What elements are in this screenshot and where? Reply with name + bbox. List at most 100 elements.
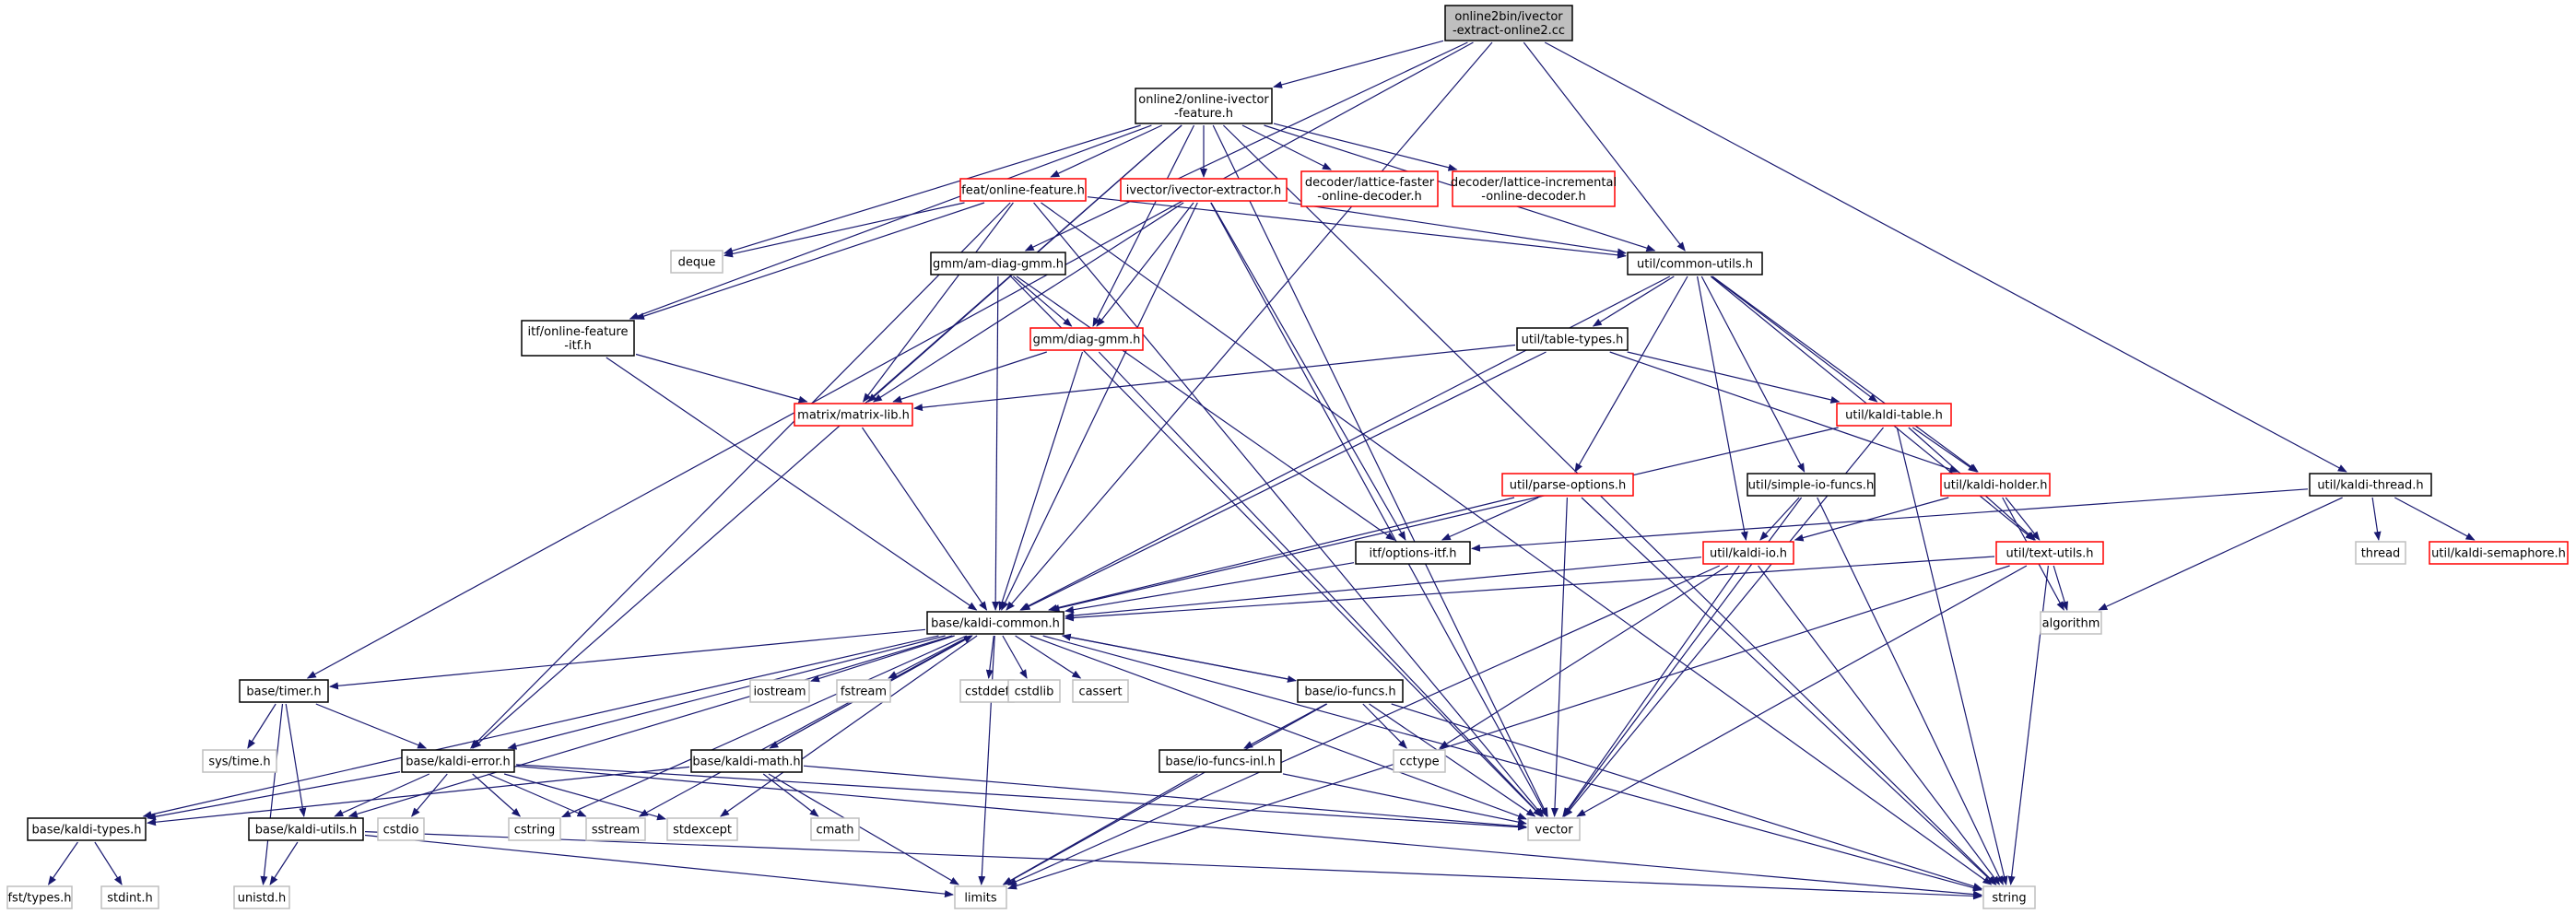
edge-root-to-kaldi_thread: [1544, 41, 2347, 473]
node-kaldi-math[interactable]: base/kaldi-math.h: [690, 749, 803, 773]
node-label: base/kaldi-math.h: [692, 756, 800, 769]
node-kaldi-holder[interactable]: util/kaldi-holder.h: [1940, 473, 2051, 497]
edge-kaldi_common-to-cstdlib: [1002, 635, 1028, 679]
edge-ivector_extractor-to-common_utils: [1288, 202, 1627, 256]
node-io-funcs[interactable]: base/io-funcs.h: [1297, 679, 1404, 703]
node-kaldi-semaphore[interactable]: util/kaldi-semaphore.h: [2429, 541, 2569, 565]
node-label: decoder/lattice-incremental: [1451, 176, 1617, 190]
node-cstring: cstring: [508, 817, 561, 841]
node-matrix-lib[interactable]: matrix/matrix-lib.h: [794, 403, 913, 427]
node-box: [1702, 541, 1794, 565]
edge-kaldi_types-to-fst_types: [48, 841, 78, 885]
node-online-ivector-feature[interactable]: online2/online-ivector-feature.h: [1135, 88, 1273, 124]
node-kaldi-thread[interactable]: util/kaldi-thread.h: [2309, 473, 2432, 497]
node-box: [1995, 541, 2104, 565]
edge-kaldi_error-to-sstream: [488, 773, 587, 817]
edge-ivector_extractor-to-kaldi_common: [1001, 202, 1198, 611]
node-label: thread: [2361, 547, 2401, 561]
edge-options_itf-to-kaldi_common: [1065, 562, 1355, 614]
node-label: sys/time.h: [208, 756, 270, 769]
edge-simple_io_funcs-to-string: [1817, 497, 2004, 885]
node-diag-gmm[interactable]: gmm/diag-gmm.h: [1029, 327, 1144, 351]
edge-diag_gmm-to-vector: [1098, 351, 1543, 817]
edge-common_utils-to-kaldi_common: [1019, 275, 1671, 611]
node-box: [2309, 473, 2432, 497]
node-kaldi-types[interactable]: base/kaldi-types.h: [27, 817, 147, 841]
node-box: [1940, 473, 2051, 497]
node-box: [1355, 541, 1471, 565]
node-kaldi-error[interactable]: base/kaldi-error.h: [401, 749, 515, 773]
node-label: string: [1992, 892, 2026, 906]
node-label: decoder/lattice-faster: [1305, 176, 1435, 190]
node-options-itf[interactable]: itf/options-itf.h: [1355, 541, 1471, 565]
edge-kaldi_common-to-cstddef: [985, 635, 994, 679]
node-kaldi-io[interactable]: util/kaldi-io.h: [1702, 541, 1794, 565]
node-box: [670, 250, 723, 274]
node-lattice-faster[interactable]: decoder/lattice-faster-online-decoder.h: [1300, 170, 1439, 207]
edge-ivector_extractor-to-vector: [1210, 202, 1547, 817]
node-box: [6, 885, 73, 909]
node-simple-io-funcs[interactable]: util/simple-io-funcs.h: [1747, 473, 1876, 497]
node-label: unistd.h: [238, 892, 287, 906]
edge-root-to-kaldi_common: [1006, 41, 1493, 611]
node-label: stdint.h: [107, 892, 152, 906]
edge-online_ivector_feature-to-feat_online_feature: [1050, 124, 1163, 178]
edge-kaldi_io-to-kaldi_common: [1065, 557, 1702, 620]
node-label: base/kaldi-common.h: [931, 617, 1060, 631]
node-io-funcs-inl[interactable]: base/io-funcs-inl.h: [1159, 749, 1282, 773]
edge-online_ivector_feature-to-kaldi_error: [472, 124, 1182, 749]
node-box: [1527, 817, 1581, 841]
node-feat-online-feature[interactable]: feat/online-feature.h: [959, 178, 1087, 202]
node-lattice-incremental[interactable]: decoder/lattice-incremental-online-decod…: [1451, 170, 1617, 207]
edge-common_utils-to-parse_options: [1574, 275, 1688, 473]
edge-kaldi_error-to-kaldi_utils: [334, 773, 430, 817]
node-parse-options[interactable]: util/parse-options.h: [1501, 473, 1634, 497]
edge-table_types-to-kaldi_common: [1020, 351, 1547, 611]
edge-kaldi_thread-to-algorithm: [2098, 497, 2343, 611]
node-sstream: sstream: [585, 817, 646, 841]
node-label: stdexcept: [673, 824, 732, 838]
node-table-types[interactable]: util/table-types.h: [1516, 327, 1629, 351]
edge-kaldi_common-to-limits: [978, 635, 995, 885]
edge-kaldi_math-to-vector: [803, 765, 1527, 830]
edge-kaldi_io-to-cctype: [1439, 565, 1729, 749]
node-box: [690, 749, 803, 773]
node-label: base/timer.h: [246, 686, 321, 699]
node-kaldi-common[interactable]: base/kaldi-common.h: [926, 611, 1065, 635]
node-label: cstring: [514, 824, 555, 838]
edge-kaldi_error-to-stdexcept: [503, 773, 666, 821]
node-label: ivector/ivector-extractor.h: [1126, 184, 1282, 198]
edge-kaldi_error-to-kaldi_types: [147, 771, 401, 821]
node-label: online2/online-ivector: [1138, 93, 1269, 107]
edge-root-to-online_ivector_feature: [1273, 40, 1444, 88]
edge-kaldi_common-to-fstream: [888, 635, 971, 679]
node-label: -feature.h: [1174, 107, 1233, 121]
edge-online_ivector_feature-to-string: [1222, 124, 1997, 885]
node-ivector-extractor[interactable]: ivector/ivector-extractor.h: [1120, 178, 1288, 202]
node-iostream: iostream: [749, 679, 810, 703]
edge-am_diag_gmm-to-diag_gmm: [1013, 275, 1073, 327]
edge-online_feature_itf-to-kaldi_common: [606, 357, 978, 611]
edge-kaldi_thread-to-options_itf: [1471, 488, 2309, 552]
node-box: [248, 817, 364, 841]
node-label: util/kaldi-thread.h: [2317, 479, 2423, 493]
edge-kaldi_io-to-limits: [1007, 565, 1721, 886]
node-kaldi-utils[interactable]: base/kaldi-utils.h: [248, 817, 364, 841]
node-am-diag-gmm[interactable]: gmm/am-diag-gmm.h: [930, 252, 1066, 275]
node-timer[interactable]: base/timer.h: [239, 679, 329, 703]
node-text-utils[interactable]: util/text-utils.h: [1995, 541, 2104, 565]
edge-kaldi_common-to-cassert: [1015, 635, 1082, 679]
node-label: base/kaldi-types.h: [32, 824, 142, 838]
edge-kaldi_common-to-cstring: [561, 635, 968, 818]
edge-kaldi_io-to-vector: [1562, 565, 1740, 817]
node-kaldi-table[interactable]: util/kaldi-table.h: [1836, 403, 1952, 427]
node-box: [959, 679, 1015, 703]
edge-kaldi_error-to-cstring: [472, 773, 522, 817]
node-online-feature-itf[interactable]: itf/online-feature-itf.h: [521, 320, 635, 357]
node-box: [1444, 5, 1573, 41]
node-box: [1120, 178, 1288, 202]
node-common-utils[interactable]: util/common-utils.h: [1627, 252, 1763, 275]
node-box: [836, 679, 891, 703]
node-box: [794, 403, 913, 427]
node-label: deque: [678, 256, 716, 270]
